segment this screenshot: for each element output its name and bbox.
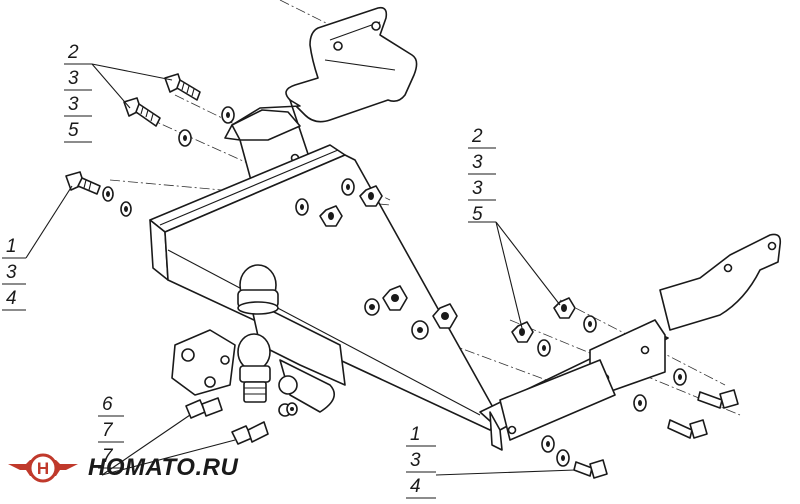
bolt bbox=[123, 97, 161, 127]
callout-number: 3 bbox=[472, 152, 483, 173]
bolt bbox=[185, 397, 223, 419]
callout-number: 2 bbox=[471, 126, 483, 147]
callout-bottom-right: 1 3 4 bbox=[406, 424, 436, 499]
svg-text:H: H bbox=[37, 459, 49, 478]
bolt bbox=[65, 171, 101, 195]
homato-watermark-logo: H HOMATO.RU bbox=[6, 448, 238, 488]
washer bbox=[102, 186, 114, 202]
callout-number: 1 bbox=[6, 236, 17, 257]
callout-number: 3 bbox=[68, 68, 79, 89]
callout-number: 2 bbox=[67, 42, 79, 63]
bolt bbox=[697, 389, 739, 409]
socket-plate bbox=[171, 329, 236, 396]
nut bbox=[319, 205, 343, 227]
washer bbox=[286, 402, 298, 416]
bolt bbox=[667, 419, 708, 439]
washer bbox=[411, 320, 429, 340]
washer bbox=[221, 106, 235, 124]
nut bbox=[432, 303, 458, 329]
callout-number: 1 bbox=[410, 424, 421, 445]
washer bbox=[341, 178, 355, 196]
callout-bottom-left: 6 7 7 bbox=[98, 394, 124, 469]
homato-emblem-icon: H bbox=[8, 453, 78, 483]
tow-ball-with-cap bbox=[237, 264, 279, 315]
callout-number: 3 bbox=[472, 178, 483, 199]
washer bbox=[120, 201, 132, 217]
bolt bbox=[573, 459, 608, 479]
watermark-text: HOMATO.RU bbox=[88, 454, 239, 481]
right-mounting-bracket bbox=[499, 233, 782, 441]
callout-number: 5 bbox=[472, 204, 483, 225]
callout-number: 5 bbox=[68, 120, 79, 141]
washer bbox=[541, 435, 555, 453]
washer bbox=[178, 129, 192, 147]
washer bbox=[673, 368, 687, 386]
leader-lines bbox=[25, 63, 576, 476]
nut bbox=[511, 321, 534, 343]
callout-number: 3 bbox=[6, 262, 17, 283]
nut bbox=[553, 297, 576, 319]
nut bbox=[359, 185, 383, 207]
callout-number: 4 bbox=[410, 476, 421, 497]
washer bbox=[583, 315, 597, 333]
callout-mid-left: 1 3 4 bbox=[2, 236, 26, 311]
nut bbox=[382, 285, 408, 311]
tow-ball-lower bbox=[237, 333, 271, 403]
washer bbox=[364, 298, 380, 316]
callout-number: 3 bbox=[410, 450, 421, 471]
washer bbox=[556, 449, 570, 467]
callout-number: 7 bbox=[102, 420, 114, 441]
callout-number: 3 bbox=[68, 94, 79, 115]
callout-top-left: 2 3 3 5 bbox=[64, 42, 92, 143]
callout-number: 7 bbox=[102, 446, 114, 467]
washer bbox=[295, 198, 309, 216]
washer bbox=[633, 394, 647, 412]
bolt bbox=[164, 73, 201, 101]
callout-number: 6 bbox=[102, 394, 113, 415]
bolt bbox=[231, 421, 269, 445]
washer bbox=[537, 339, 551, 357]
callout-right: 2 3 3 5 bbox=[468, 126, 496, 225]
callout-number: 4 bbox=[6, 288, 17, 309]
